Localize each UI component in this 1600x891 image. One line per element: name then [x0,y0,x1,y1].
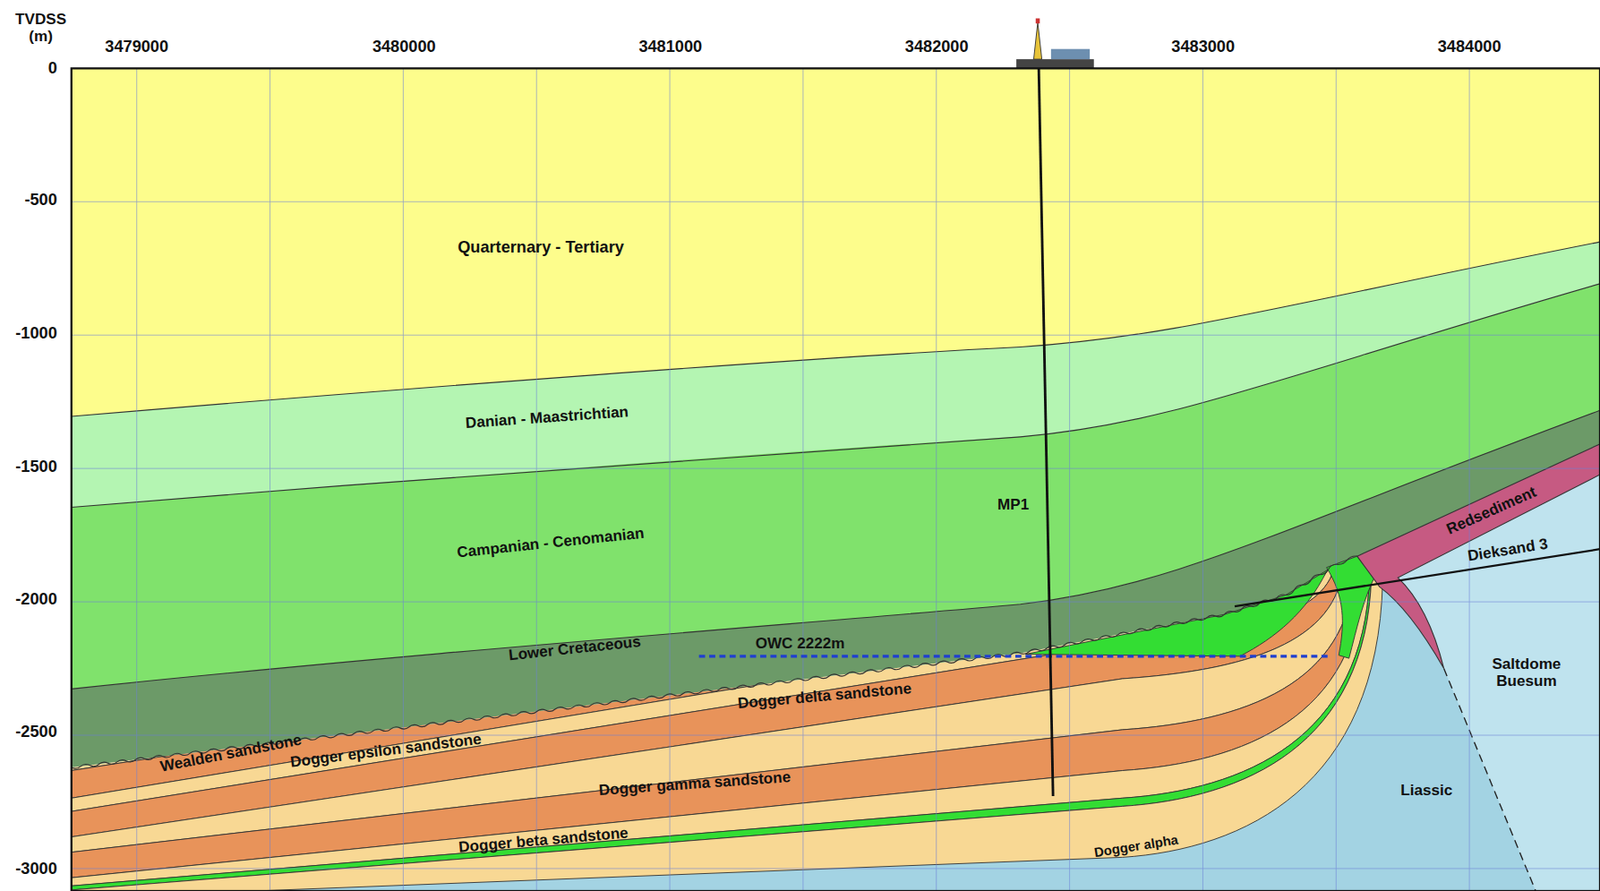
quaternary-fill [71,68,1600,891]
salt-boundary [1444,668,1537,891]
axis-title: TVDSS (m) [8,11,73,46]
layer-label: Liassic [1400,782,1453,800]
axis-label: -1500 [15,457,58,476]
owc-line [699,654,1333,658]
salt-label: Saltdome Buesum [1475,656,1578,691]
axis-label: 3479000 [104,37,169,56]
drilling-rig [1016,18,1095,69]
layer-label: Quarternary - Tertiary [457,238,625,257]
axis-label: -3000 [15,859,58,878]
axis-label: 3480000 [372,37,437,56]
axis-label: 0 [48,59,58,78]
grid [71,68,1600,891]
frame [71,68,1600,891]
mp1-well [1038,68,1053,796]
contact-label: OWC 2222m [755,635,846,653]
axis-label: 3483000 [1171,37,1235,56]
danian-fill [71,241,1600,891]
axis-label: -2500 [15,722,58,741]
axis-label: -2000 [15,590,58,608]
axis-label: -500 [24,190,57,209]
axis-label: 3484000 [1437,37,1502,56]
axis-label: 3481000 [638,37,702,56]
dieksand-well [1234,548,1600,607]
axis-label: 3482000 [905,37,969,56]
redsediment-fill [1357,444,1600,669]
unconformity [71,556,1358,769]
axis-label: -1000 [15,323,58,342]
well-label: MP1 [997,496,1029,514]
